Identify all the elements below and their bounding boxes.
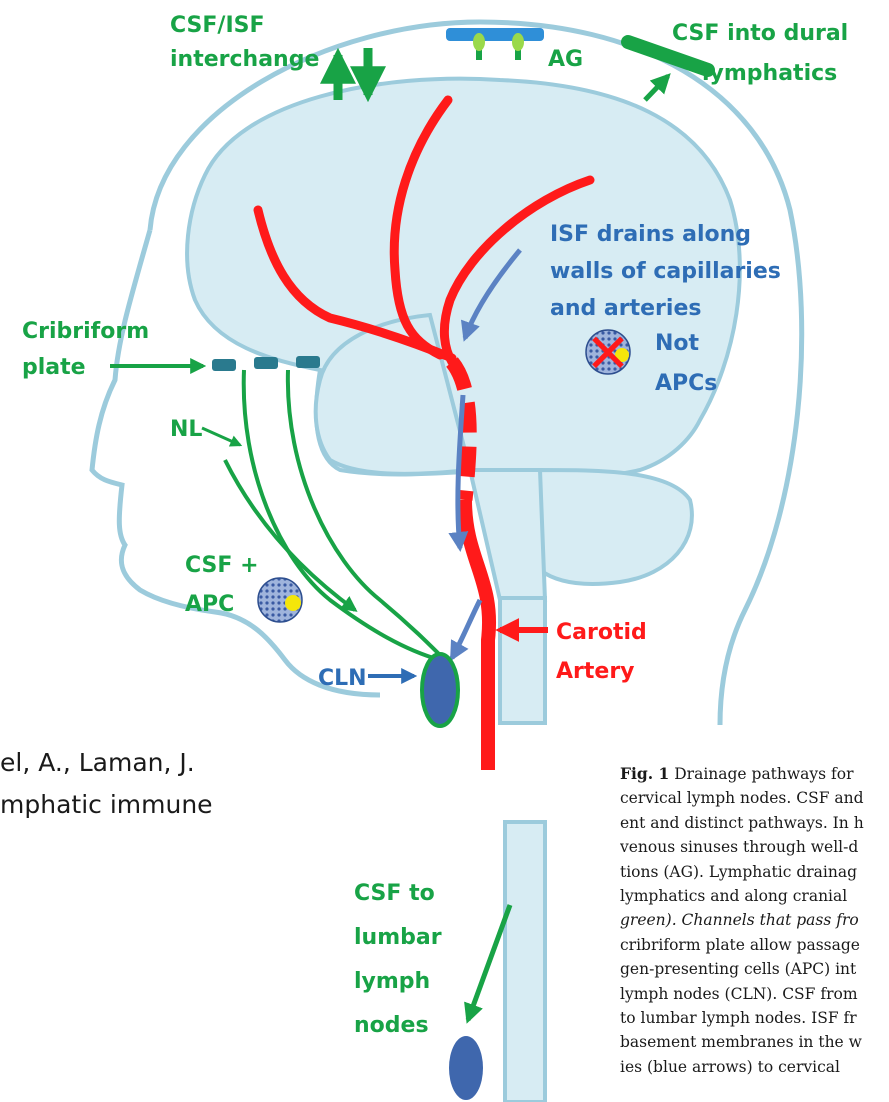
isf-drains-label: ISF drains along walls of capillaries an… — [550, 222, 789, 321]
dural-label: CSF into dural lymphatics — [672, 21, 856, 86]
dural-arrow — [645, 76, 668, 100]
csf-isf-label: CSF/ISF interchange — [170, 13, 319, 72]
arachnoid-granulation-bar — [446, 28, 544, 41]
ag-label: AG — [548, 47, 583, 72]
caption-fig-label: Fig. 1 — [620, 764, 669, 783]
ag-bulb-1 — [473, 33, 485, 51]
lumbar-lymph-node — [449, 1036, 483, 1100]
citation-text: el, A., Laman, J. mphatic immune — [0, 742, 213, 826]
isf-arrow-lower — [452, 600, 480, 658]
spinal-cord-upper — [500, 598, 545, 723]
caption-line-1: cervical lymph nodes. CSF and — [620, 786, 889, 810]
citation-line-2: mphatic immune — [0, 784, 213, 826]
caption-line-7: cribriform plate allow passage — [620, 933, 889, 957]
carotid-label: Carotid Artery — [556, 620, 654, 684]
nl-arrow — [202, 428, 240, 445]
figure-caption: Fig. 1 Drainage pathways for cervical ly… — [620, 762, 889, 1102]
cribriform-block-1 — [212, 359, 236, 371]
caption-line-5: lymphatics and along cranial — [620, 884, 889, 908]
dural-lymphatic-bar — [628, 42, 708, 70]
ag-bulb-2 — [512, 33, 524, 51]
lumbar-label: CSF to lumbar lymph nodes — [354, 881, 449, 1038]
nl-label: NL — [170, 417, 202, 442]
caption-line-8: gen-presenting cells (APC) int — [620, 957, 889, 981]
caption-line-12: ies (blue arrows) to cervical — [620, 1055, 889, 1079]
csf-apc-label: CSF + APC — [185, 553, 266, 617]
caption-line-0: Fig. 1 Drainage pathways for — [620, 762, 889, 786]
caption-line-9: lymph nodes (CLN). CSF from — [620, 982, 889, 1006]
caption-line-11: basement membranes in the w — [620, 1030, 889, 1054]
cribriform-label: Cribriform plate — [22, 319, 157, 380]
cervical-lymph-node — [422, 654, 458, 726]
citation-line-1: el, A., Laman, J. — [0, 742, 213, 784]
caption-line-4: tions (AG). Lymphatic drainag — [620, 860, 889, 884]
spinal-cord-lower — [505, 822, 545, 1102]
cln-label: CLN — [318, 666, 367, 691]
cribriform-block-3 — [296, 356, 320, 368]
caption-line-3: venous sinuses through well-d — [620, 835, 889, 859]
apc-nucleus — [285, 595, 301, 611]
caption-line-10: to lumbar lymph nodes. ISF fr — [620, 1006, 889, 1030]
cross-mark-icon: ✕ — [585, 322, 630, 385]
caption-line-6: green). Channels that pass fro — [620, 908, 889, 932]
cribriform-block-2 — [254, 357, 278, 369]
brain-cerebellum — [540, 470, 692, 584]
caption-line-2: ent and distinct pathways. In h — [620, 811, 889, 835]
